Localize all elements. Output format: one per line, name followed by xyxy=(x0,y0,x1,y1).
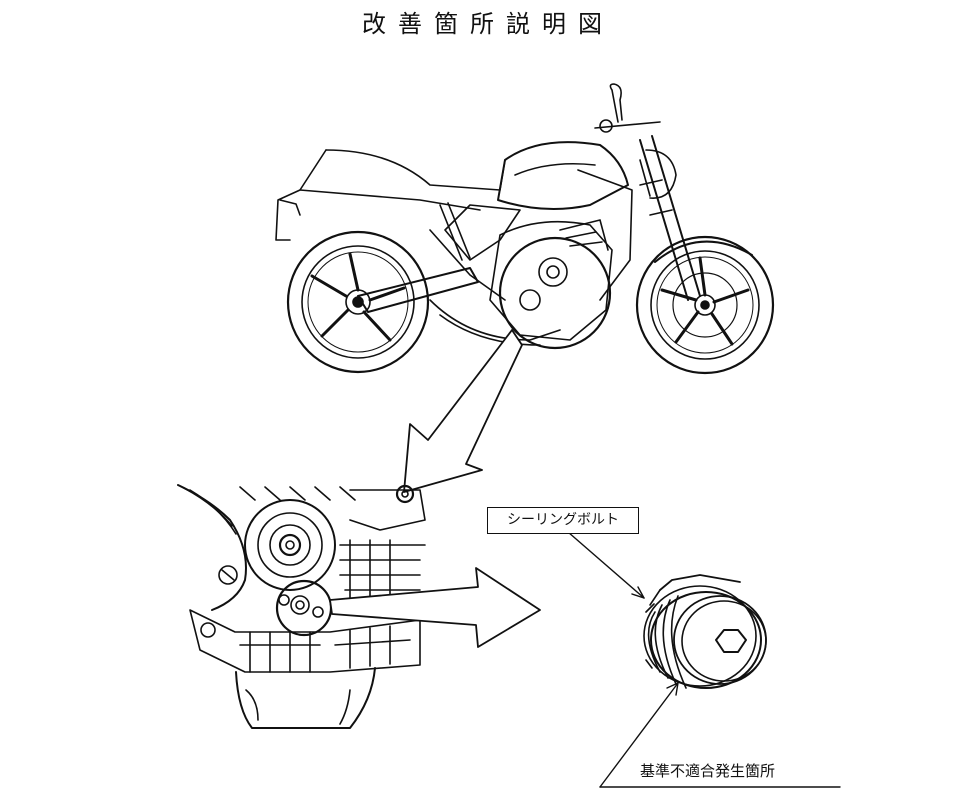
motorcycle-illustration xyxy=(275,83,775,375)
part-leader-line xyxy=(567,531,645,599)
engine-callout-circle xyxy=(498,236,612,350)
defect-leader-line xyxy=(599,682,679,788)
pointer-arrow-down xyxy=(403,329,523,493)
sealing-bolt-illustration xyxy=(643,574,767,689)
diagram-title: 改善箇所説明図 xyxy=(362,10,614,38)
rear-wheel-tire xyxy=(286,230,430,374)
front-wheel-tire xyxy=(635,235,775,375)
part-name-label: シーリングボルト xyxy=(487,507,639,534)
bolt-callout-circle xyxy=(275,579,333,637)
hex-socket xyxy=(715,629,747,653)
engine-detail-illustration xyxy=(177,484,426,729)
defect-location-label: 基準不適合発生箇所 xyxy=(640,762,776,780)
pointer-arrow-right xyxy=(329,567,541,648)
